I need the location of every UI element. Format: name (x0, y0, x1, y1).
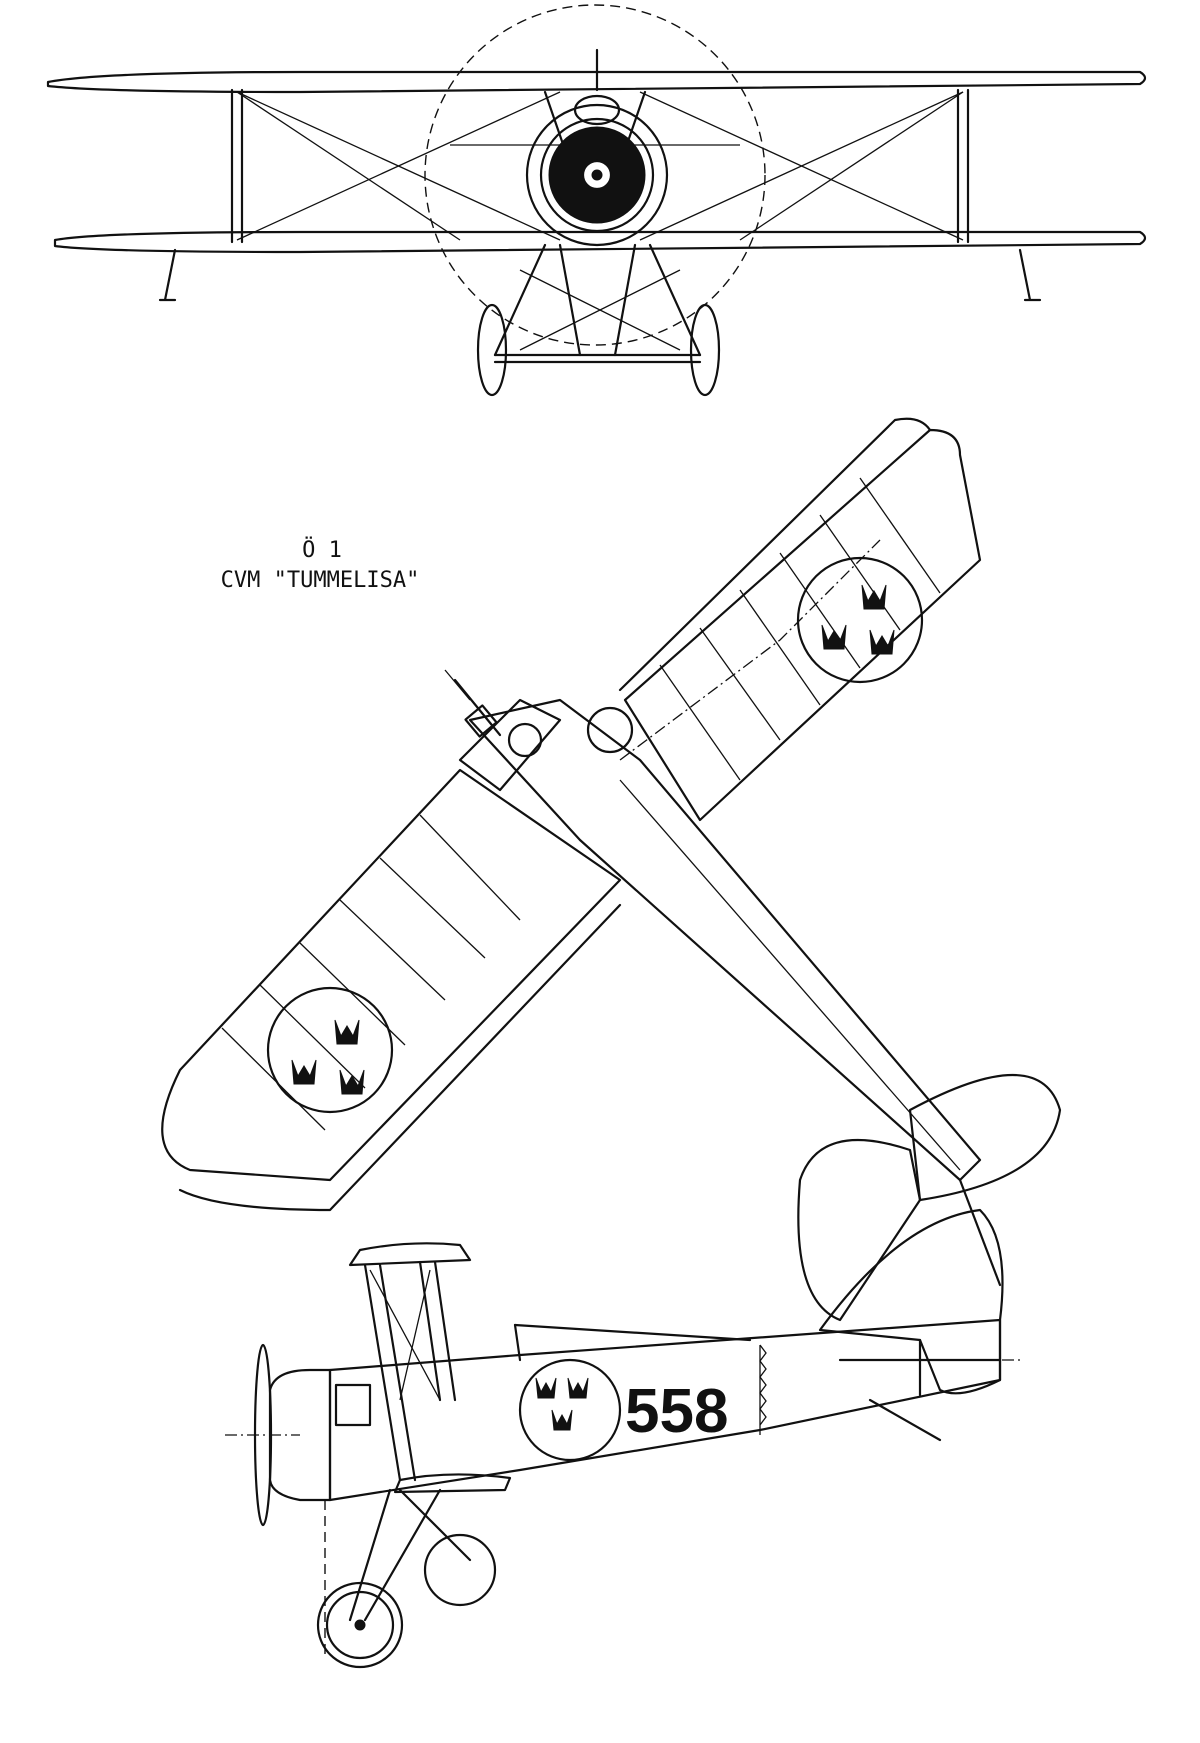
upper-wing-front (46, 70, 1147, 94)
tailplane-right-top (908, 1074, 1062, 1202)
roundel-right-wing (796, 556, 924, 684)
engine-cowling (525, 103, 669, 247)
roundel-left-wing (266, 986, 394, 1114)
tailplane-left-top (797, 1138, 922, 1322)
right-wheel-front (689, 303, 721, 397)
title-block: Ö 1 CVM "TUMMELISA" (221, 537, 420, 593)
front-view (46, 4, 1147, 397)
wheel-side (316, 1581, 404, 1669)
lower-wing-side (393, 1473, 512, 1494)
serial-number: 558 (625, 1377, 728, 1446)
nose-top (458, 698, 562, 792)
top-view (161, 417, 1062, 1322)
aircraft-name: CVM "TUMMELISA" (221, 568, 420, 593)
roundel-fuselage (518, 1358, 622, 1462)
lower-wing-front (53, 230, 1147, 254)
designation: Ö 1 (302, 537, 342, 563)
fuselage-top (468, 698, 982, 1182)
left-wheel-front (476, 303, 508, 397)
cockpit-top (586, 706, 634, 754)
right-wing-top (623, 428, 982, 822)
side-view: 558 (225, 1208, 1020, 1669)
left-wing-top (161, 768, 622, 1182)
propeller-disc (424, 4, 766, 346)
upper-wing-side (348, 1242, 472, 1267)
fin-rudder-side (818, 1208, 1004, 1395)
cockpit-window-side (334, 1383, 372, 1427)
